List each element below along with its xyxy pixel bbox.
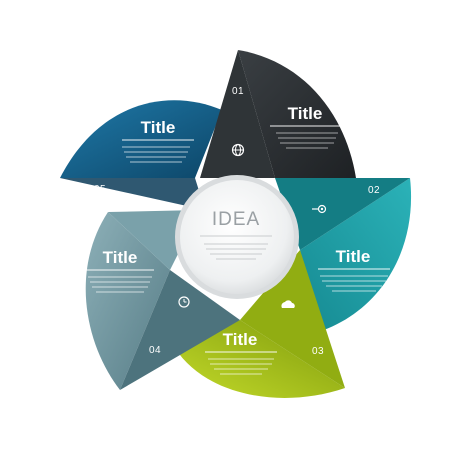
segment-04-title: Title [103, 248, 138, 267]
segment-02-text-lines [320, 275, 388, 292]
segment-01-number: 01 [232, 86, 244, 97]
segment-02: 02 Title [275, 178, 412, 332]
center-disc [180, 180, 294, 294]
segment-01-title: Title [288, 104, 323, 123]
segment-03: 03 Title [175, 250, 345, 398]
clock-icon [178, 296, 190, 308]
segment-01-petal [238, 50, 356, 178]
segment-04-number: 04 [149, 345, 161, 356]
segment-02-number: 02 [368, 185, 380, 196]
segment-03-number: 03 [312, 346, 324, 357]
segment-05-text-lines [122, 146, 190, 163]
segment-04: Title 04 [85, 210, 240, 390]
segment-04-petal [85, 212, 170, 390]
segment-01: 01 Title [200, 50, 356, 178]
segment-04-fold [120, 270, 240, 390]
segment-03-fold [240, 250, 345, 388]
segment-02-title: Title [336, 247, 371, 266]
segment-04-text-lines [88, 276, 152, 293]
segment-01-fold [200, 50, 275, 178]
center-title: IDEA [212, 209, 260, 230]
segment-05-number: 05 [94, 184, 106, 195]
segment-05-title: Title [141, 118, 176, 137]
segment-02-petal [300, 178, 412, 332]
segment-03-text-lines [208, 358, 274, 375]
segment-02-fold [275, 178, 410, 250]
center-text-lines [204, 243, 268, 260]
segment-05-petal [60, 100, 222, 178]
target-icon [312, 204, 327, 214]
globe-icon [231, 143, 245, 157]
segment-03-title: Title [223, 330, 258, 349]
segment-01-text-lines [276, 132, 338, 149]
cloud-icon [281, 300, 295, 308]
segment-05-fold [60, 178, 205, 210]
center-hub: IDEA [175, 175, 299, 299]
